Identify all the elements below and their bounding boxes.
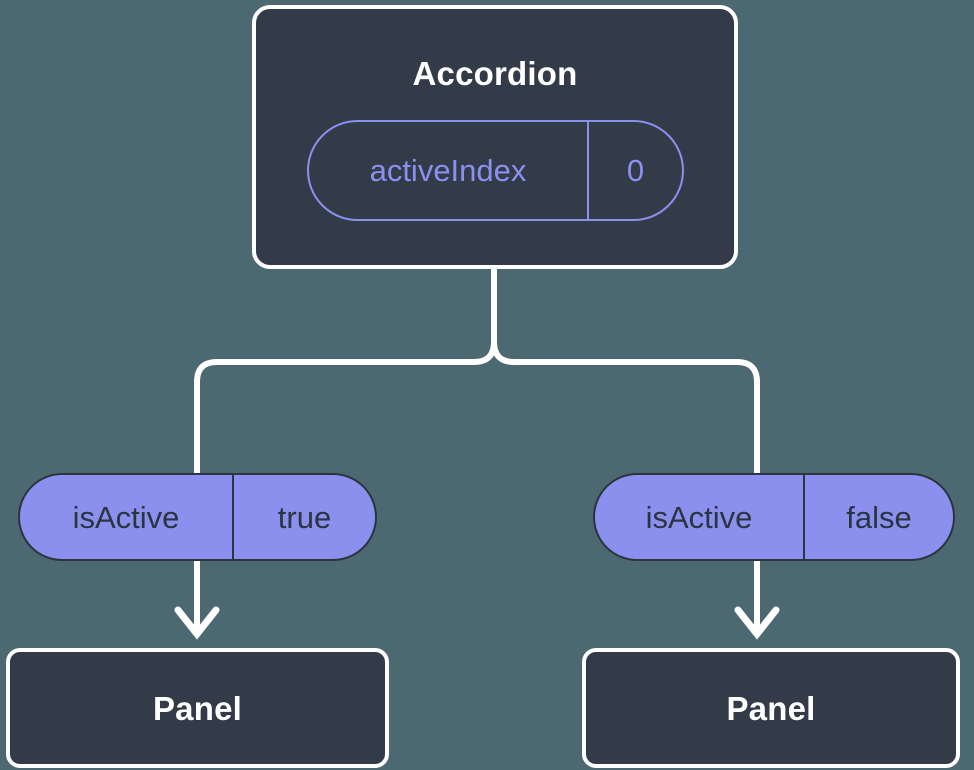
state-badge-key: activeIndex — [309, 122, 589, 219]
connector-accordion-to-right-branch — [491, 266, 760, 476]
state-badge-activeindex[interactable]: activeIndex 0 — [307, 120, 684, 221]
node-panel-left[interactable]: Panel — [6, 648, 389, 768]
arrow-head-left — [174, 606, 220, 640]
prop-badge-isactive-true[interactable]: isActive true — [18, 473, 377, 561]
node-accordion-label: Accordion — [412, 55, 578, 92]
state-badge-value: 0 — [626, 153, 645, 188]
node-panel-left-label: Panel — [152, 689, 243, 727]
prop-badge-value: true — [277, 499, 332, 535]
node-panel-right-label: Panel — [726, 689, 816, 727]
prop-badge-key: isActive — [20, 475, 234, 559]
connector-accordion-to-left-branch — [194, 266, 497, 476]
node-panel-right[interactable]: Panel — [582, 648, 960, 768]
prop-badge-value: false — [846, 499, 912, 535]
arrow-head-right — [734, 606, 780, 640]
prop-badge-isactive-false[interactable]: isActive false — [593, 473, 955, 561]
prop-badge-key: isActive — [595, 475, 805, 559]
